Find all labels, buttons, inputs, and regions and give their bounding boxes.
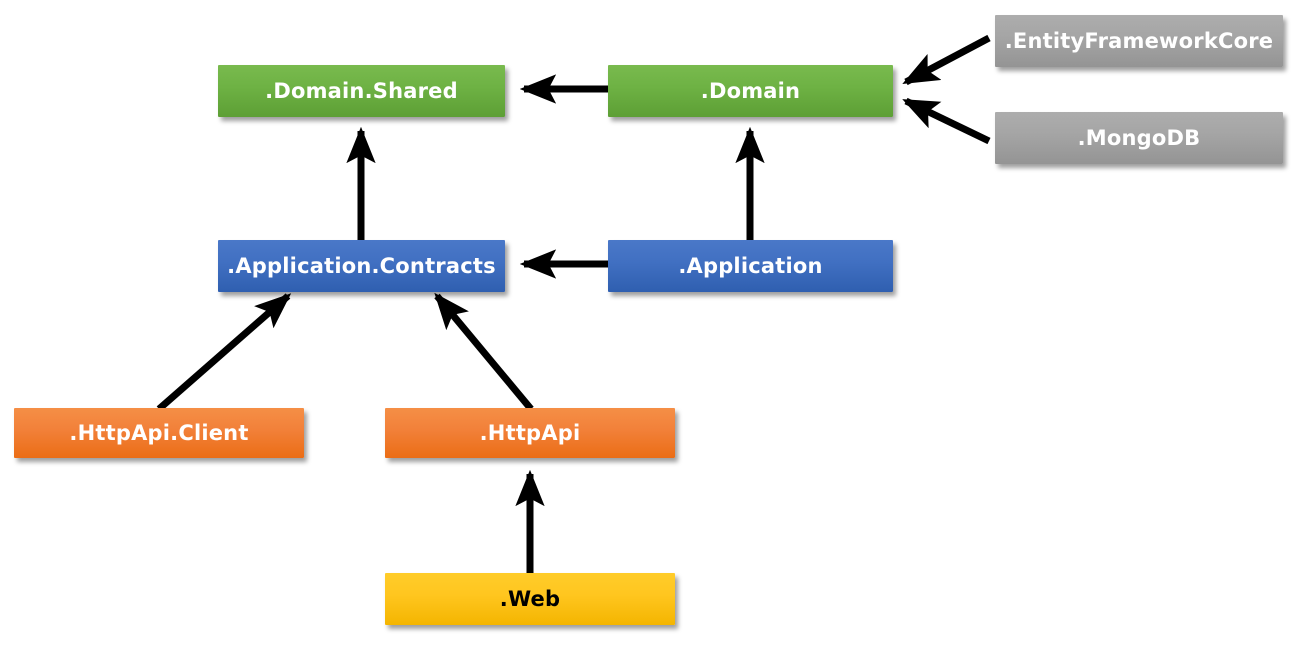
node-label-mongodb: .MongoDB bbox=[1077, 125, 1201, 150]
node-web[interactable]: .Web bbox=[385, 573, 675, 625]
edge-entityframeworkcore-to-domain bbox=[902, 34, 991, 86]
node-mongodb[interactable]: .MongoDB bbox=[995, 112, 1283, 164]
node-label-domain: .Domain bbox=[700, 78, 801, 103]
node-label-httpapi-client: .HttpApi.Client bbox=[69, 420, 249, 445]
node-label-httpapi: .HttpApi bbox=[479, 420, 581, 445]
node-label-application-contracts: .Application.Contracts bbox=[227, 253, 496, 278]
node-httpapi-client[interactable]: .HttpApi.Client bbox=[14, 408, 304, 458]
node-application[interactable]: .Application bbox=[608, 240, 893, 292]
node-label-application: .Application bbox=[678, 253, 823, 278]
edge-httpapi-to-application-contracts bbox=[434, 292, 534, 412]
node-label-web: .Web bbox=[499, 586, 561, 611]
node-label-domain-shared: .Domain.Shared bbox=[265, 78, 458, 103]
node-entity-framework-core[interactable]: .EntityFrameworkCore bbox=[995, 15, 1283, 67]
node-label-entity-framework-core: .EntityFrameworkCore bbox=[1004, 28, 1274, 53]
edge-mongodb-to-domain bbox=[902, 97, 991, 145]
node-application-contracts[interactable]: .Application.Contracts bbox=[218, 240, 505, 292]
edge-httpapi-client-to-application-contracts bbox=[156, 293, 292, 412]
node-domain[interactable]: .Domain bbox=[608, 65, 893, 117]
node-httpapi[interactable]: .HttpApi bbox=[385, 408, 675, 458]
node-domain-shared[interactable]: .Domain.Shared bbox=[218, 65, 505, 117]
